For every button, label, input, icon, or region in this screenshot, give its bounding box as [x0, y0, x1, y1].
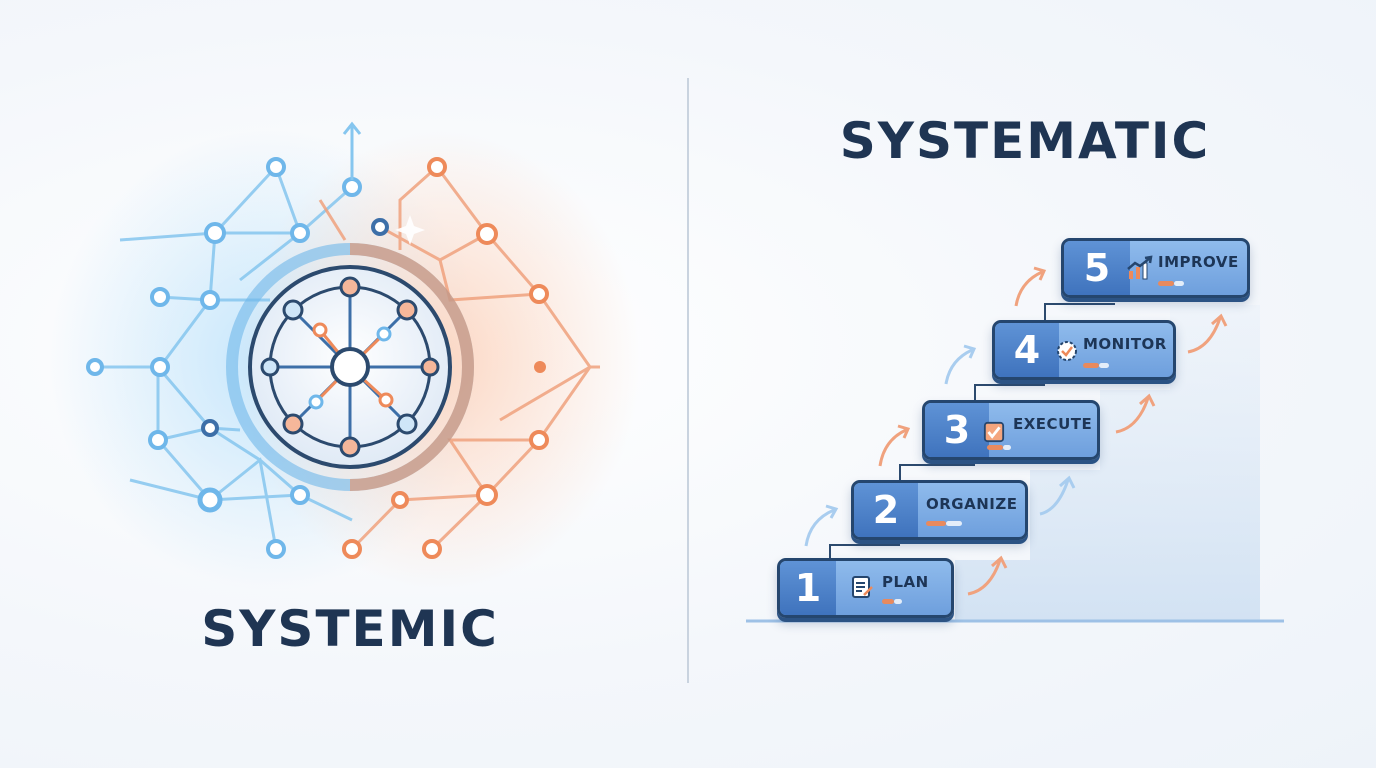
growth-chart-icon [1127, 255, 1153, 280]
step-5-number: 5 [1064, 241, 1130, 295]
step-4-progress-track [1099, 363, 1109, 368]
blue-step-arrows [804, 344, 1076, 547]
step-1-plan: 1 PLAN [777, 558, 954, 618]
step-4-number: 4 [995, 323, 1059, 377]
step-5-label: IMPROVE [1158, 253, 1239, 271]
step-5-progress-track [1174, 281, 1184, 286]
sparkle-icon [395, 215, 425, 245]
step-1-label: PLAN [882, 573, 929, 591]
step-2-progress-track [946, 521, 962, 526]
step-1-progress-bar [882, 599, 894, 604]
step-5-improve: 5 IMPROVE [1061, 238, 1250, 298]
up-arrow-icon [342, 121, 362, 180]
panel-divider [687, 78, 689, 683]
gauge-check-icon [1057, 341, 1077, 361]
orange-network-links [318, 165, 600, 551]
systemic-network-illustration [50, 121, 640, 590]
step-3-number: 3 [925, 403, 989, 457]
step-1-progress-track [894, 599, 902, 604]
step-1-number: 1 [780, 561, 836, 615]
core-nodes [260, 276, 440, 458]
step-4-monitor: 4 MONITOR [992, 320, 1176, 380]
step-4-label: MONITOR [1083, 335, 1167, 353]
systemic-title: SYSTEMIC [201, 600, 499, 658]
step-3-progress-bar [987, 445, 1003, 450]
step-2-organize: 2 ORGANIZE [851, 480, 1028, 540]
step-3-execute: 3 EXECUTE [922, 400, 1100, 460]
step-3-progress-track [1003, 445, 1011, 450]
step-2-label: ORGANIZE [926, 495, 1018, 513]
riser-lines [829, 303, 1115, 560]
checkbox-icon [983, 421, 1005, 443]
clipboard-icon [852, 576, 873, 598]
step-2-number: 2 [854, 483, 918, 537]
step-5-progress-bar [1158, 281, 1174, 286]
outer-network-nodes [86, 157, 549, 559]
step-3-label: EXECUTE [1013, 415, 1093, 433]
systematic-title: SYSTEMATIC [839, 112, 1211, 170]
step-2-progress-bar [926, 521, 946, 526]
staircase-shadow [955, 305, 1260, 620]
orange-step-arrows [878, 266, 1228, 596]
step-4-progress-bar [1083, 363, 1099, 368]
